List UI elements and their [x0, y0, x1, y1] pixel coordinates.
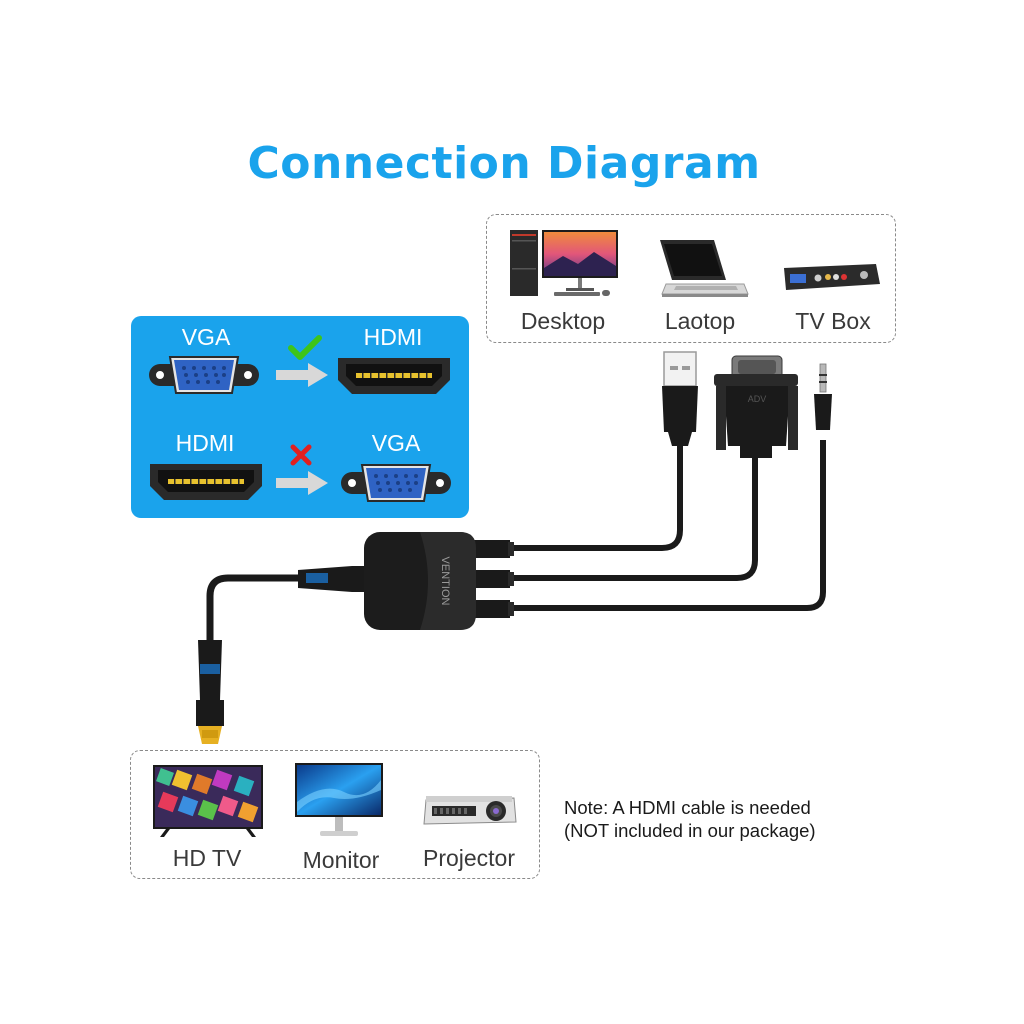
desktop-icon	[510, 230, 618, 296]
monitor-icon	[295, 763, 383, 836]
hd-tv-icon	[153, 765, 263, 837]
page-title: Connection Diagram	[247, 138, 761, 189]
source-label-tv-box: TV Box	[795, 308, 871, 334]
note-line-2: (NOT included in our package)	[564, 820, 816, 841]
vga-plug-icon	[714, 355, 798, 458]
compat-row2-from-label: HDMI	[175, 430, 235, 456]
compat-row1-from-label: VGA	[181, 324, 231, 350]
source-label-laptop: Laotop	[664, 308, 736, 334]
adapter-body	[364, 532, 476, 630]
hdmi-port-icon	[150, 464, 262, 500]
note-line-1: Note: A HDMI cable is needed	[564, 797, 811, 818]
display-label-monitor: Monitor	[302, 847, 380, 873]
hdmi-cable	[206, 574, 300, 640]
adapter-brand-text: VENTION	[439, 557, 451, 606]
laptop-icon	[660, 240, 749, 297]
audio-cable	[505, 440, 826, 611]
usb-cable	[505, 440, 683, 551]
compat-row1-to-label: HDMI	[363, 324, 423, 350]
display-label-projector: Projector	[422, 845, 516, 871]
display-devices-box	[130, 750, 540, 879]
check-icon	[288, 335, 322, 360]
vga-plug-text: ADV	[748, 394, 767, 404]
source-label-desktop: Desktop	[520, 308, 606, 334]
vga-port-icon	[149, 356, 259, 394]
note-text: Note: A HDMI cable is needed (NOT includ…	[564, 796, 816, 842]
usb-plug-icon	[662, 351, 698, 446]
arrow-right-icon	[276, 363, 328, 387]
audio-jack-icon	[814, 363, 832, 430]
source-devices-box	[486, 214, 896, 343]
vga-port-icon	[341, 464, 451, 502]
projector-icon	[423, 796, 517, 825]
display-label-hd-tv: HD TV	[172, 845, 242, 871]
vga-cable	[505, 455, 758, 581]
compat-row2-to-label: VGA	[371, 430, 421, 456]
hdmi-port-icon	[338, 358, 450, 394]
hdmi-plug-icon	[196, 640, 224, 744]
tv-box-icon	[784, 264, 880, 290]
arrow-right-icon	[276, 471, 328, 495]
cross-icon	[290, 444, 312, 466]
